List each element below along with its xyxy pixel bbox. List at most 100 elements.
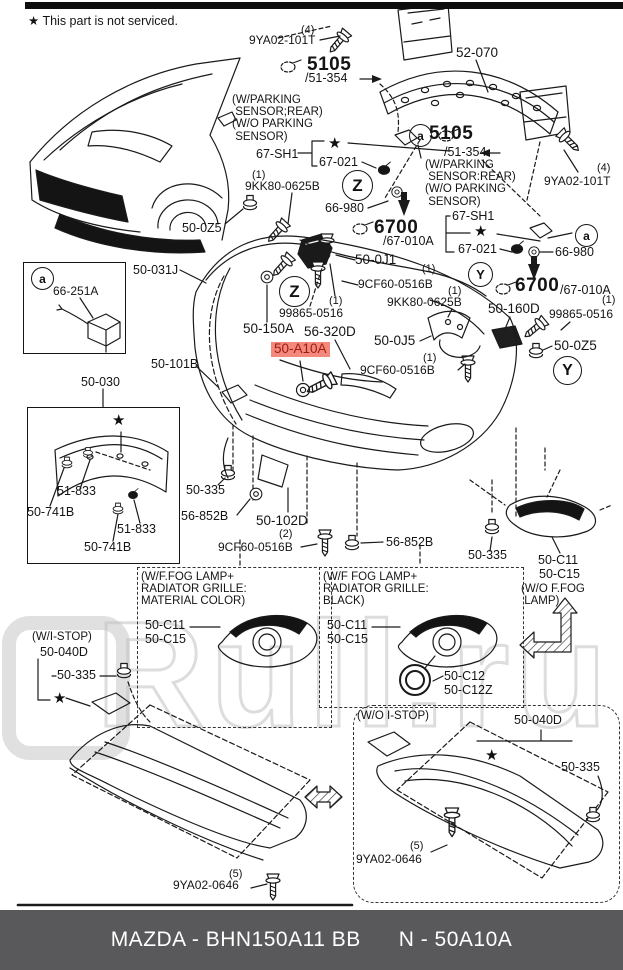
qty-4-left-label: (4) <box>301 24 315 36</box>
part-50-c12-label: 50-C12 <box>444 669 485 683</box>
part-9cf60-0516b-bottom-label: 9CF60-0516B <box>218 540 293 554</box>
view-marker-a-icon: a <box>575 224 598 247</box>
part-66-980-center-label: 66-980 <box>325 201 364 215</box>
part-67-sh1-right-label: 67-SH1 <box>452 209 495 223</box>
part-50-335-b-label: 50-335 <box>468 548 507 562</box>
qty-1-9cf60-center-label: (1) <box>422 263 436 275</box>
qty-5-left-label: (5) <box>229 868 243 880</box>
part-67-021-right-label: 67-021 <box>458 242 497 256</box>
part-51-354-left-label: /51-354 <box>305 71 348 85</box>
part-50-150a-label: 50-150A <box>243 321 295 336</box>
part-50-031j-label: 50-031J <box>133 263 179 277</box>
view-marker-Y-icon: Y <box>468 262 493 287</box>
qty-1-9kk80-center-label: (1) <box>252 169 266 181</box>
part-50-335-woistop-label: 50-335 <box>561 760 600 774</box>
view-marker-Z-icon: Z <box>342 170 373 201</box>
qty-4-right-label: (4) <box>597 162 611 174</box>
part-56-852b-b-label: 56-852B <box>386 535 434 549</box>
note-parking-left-label: (W/PARKING SENSOR;REAR) (W/O PARKING SEN… <box>232 94 323 143</box>
part-6700-center-label: 6700 <box>374 217 419 238</box>
part-9kk80-0625b-right-label: 9KK80-0625B <box>387 295 462 309</box>
part-50-160d-label: 50-160D <box>488 301 540 316</box>
part-52-070-label: 52-070 <box>456 45 499 60</box>
part-50-c11-wofog-label: 50-C11 <box>538 553 579 567</box>
inset-box-wo-i-stop <box>353 705 620 903</box>
part-66-251a-label: 66-251A <box>53 284 99 298</box>
inset-box-50-030 <box>27 407 180 564</box>
inset-box-fog-material-color <box>137 567 332 728</box>
part-67-010a-center-label: /67-010A <box>383 234 434 248</box>
part-67-010a-right-label: /67-010A <box>560 283 611 297</box>
qty-2-9cf60-label: (2) <box>279 528 293 540</box>
part-67-sh1-center-label: 67-SH1 <box>256 147 299 161</box>
part-9cf60-0516b-center-label: 9CF60-0516B <box>358 277 433 291</box>
part-50-101b-label: 50-101B <box>151 357 199 371</box>
inset-box-fog-black <box>319 567 524 708</box>
inset-box-66-251a <box>23 262 126 354</box>
view-marker-Z-icon: Z <box>279 276 310 307</box>
part-9kk80-0625b-center-label: 9KK80-0625B <box>245 179 320 193</box>
not-serviced-star-icon: ★ <box>53 690 67 707</box>
part-51-833-a-label: 51-833 <box>57 484 96 498</box>
footer-part-ref: N - 50A10A <box>398 928 513 951</box>
part-50-c15-wofog-label: 50-C15 <box>539 567 580 581</box>
part-50-c11-left-label: 50-C11 <box>145 618 186 632</box>
part-50-040d-right-label: 50-040D <box>514 713 562 727</box>
not-serviced-star-icon: ★ <box>474 223 488 240</box>
not-serviced-star-icon: ★ <box>485 747 499 764</box>
note-wo-i-stop-label: (W/O I-STOP) <box>357 710 429 722</box>
note-wo-ffog-lamp-label: (W/O F.FOG LAMP) <box>521 583 585 608</box>
not-serviced-star-icon: ★ <box>328 135 342 152</box>
part-50-102d-label: 50-102D <box>256 513 308 528</box>
part-66-980-right-label: 66-980 <box>555 245 594 259</box>
view-marker-a-icon: a <box>409 124 432 147</box>
part-51-354-right-label: /51-354 <box>444 145 487 159</box>
part-9ya02-0646-right-label: 9YA02-0646 <box>356 852 422 866</box>
part-9cf60-0516b-right-label: 9CF60-0516B <box>360 363 435 377</box>
not-serviced-note-label: ★ This part is not serviced. <box>28 14 178 28</box>
part-50-a10a-highlighted-label: 50-A10A <box>271 341 330 358</box>
part-50-741b-a-label: 50-741B <box>27 505 75 519</box>
watermark-text: Rull.ru <box>95 589 613 760</box>
footer-catalog-code: MAZDA - BHN150A11 BB <box>110 928 361 951</box>
part-6700-right-label: 6700 <box>515 275 560 296</box>
qty-1-9kk80-right-label: (1) <box>448 285 462 297</box>
part-50-0j1-label: 50-0J1 <box>355 252 397 267</box>
part-50-0z5-right-label: 50-0Z5 <box>554 338 597 353</box>
note-fogbox-right-label: (W/F FOG LAMP+ RADIATOR GRILLE: BLACK) <box>323 571 429 608</box>
qty-5-right-label: (5) <box>410 840 424 852</box>
footer-bar: MAZDA - BHN150A11 BB N - 50A10A <box>0 910 623 970</box>
part-99865-0516-center-label: 99865-0516 <box>279 306 344 320</box>
qty-1-99865-right-label: (1) <box>602 294 616 306</box>
part-9ya02-0646-left-label: 9YA02-0646 <box>173 878 239 892</box>
part-5105-right-label: 5105 <box>429 123 474 144</box>
part-50-0z5-left-label: 50-0Z5 <box>182 221 222 235</box>
part-51-833-b-label: 51-833 <box>117 522 156 536</box>
not-serviced-star-icon: ★ <box>112 412 126 429</box>
note-wi-stop-label: (W/I-STOP) <box>32 631 92 643</box>
part-50-335-wistop-label: 50-335 <box>57 668 96 682</box>
part-50-c11-mid-label: 50-C11 <box>327 618 368 632</box>
qty-1-99865-center-label: (1) <box>329 295 343 307</box>
top-border-bar <box>25 2 623 9</box>
part-9ya02-101t-right-label: 9YA02-101T <box>544 174 611 188</box>
part-56-320d-label: 56-320D <box>304 324 356 339</box>
part-50-c15-mid-label: 50-C15 <box>327 632 368 646</box>
view-marker-a-icon: a <box>31 267 54 290</box>
view-marker-Y-icon: Y <box>553 356 582 385</box>
watermark-logo-glyph <box>2 616 130 760</box>
part-50-741b-b-label: 50-741B <box>84 540 132 554</box>
part-9ya02-101t-left-label: 9YA02-101T <box>249 33 316 47</box>
part-5105-left-label: 5105 <box>307 54 352 75</box>
part-99865-0516-right-label: 99865-0516 <box>549 307 614 321</box>
part-50-040d-left-label: 50-040D <box>40 645 88 659</box>
part-50-0j5-label: 50-0J5 <box>374 333 416 348</box>
part-50-c15-left-label: 50-C15 <box>145 632 186 646</box>
qty-1-9cf60-right-label: (1) <box>423 352 437 364</box>
note-parking-right-label: (W/PARKING SENSOR:REAR) (W/O PARKING SEN… <box>425 159 516 208</box>
part-50-030-label: 50-030 <box>81 375 120 389</box>
part-50-335-a-label: 50-335 <box>186 483 225 497</box>
